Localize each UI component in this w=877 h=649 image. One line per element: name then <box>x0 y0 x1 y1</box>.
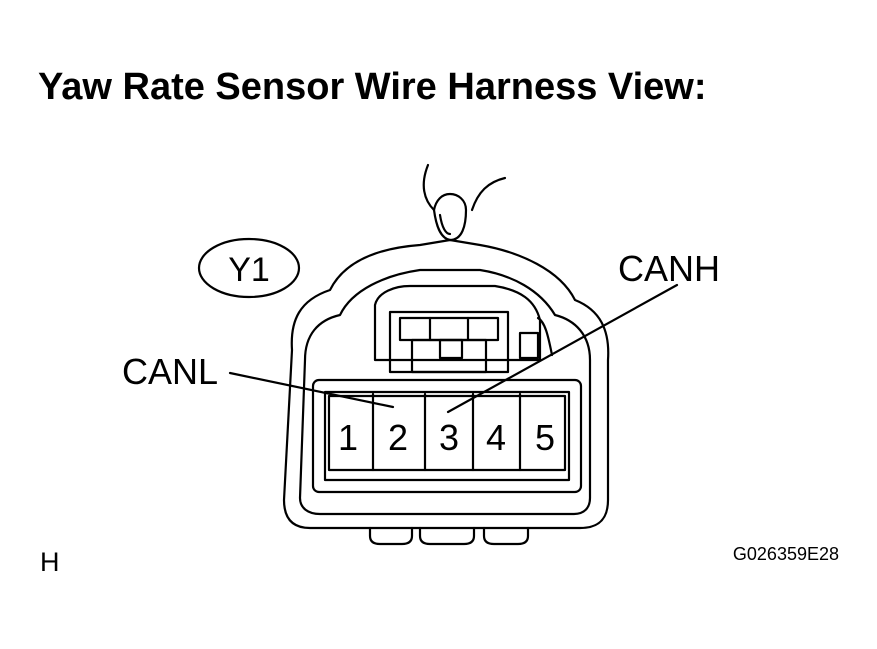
bottom-tabs <box>368 526 530 546</box>
pin-block-inner <box>323 390 571 482</box>
pin-block-outer <box>311 378 583 494</box>
connector-housing <box>282 238 610 530</box>
canl-leader <box>228 371 395 409</box>
connector-id-ellipse <box>197 237 301 299</box>
wire <box>422 163 507 212</box>
connector-id-label: Y1 <box>228 251 270 289</box>
pin-number: 5 <box>535 417 555 458</box>
pin-number: 4 <box>486 417 506 458</box>
canl-label: CANL <box>122 351 218 392</box>
pin-number: 3 <box>439 417 459 458</box>
pin-number: 1 <box>338 417 358 458</box>
diagram-title: Yaw Rate Sensor Wire Harness View: <box>38 66 707 108</box>
pin-number: 2 <box>388 417 408 458</box>
canh-leader <box>446 283 679 414</box>
canh-label: CANH <box>618 248 720 289</box>
figure-id: G026359E28 <box>732 544 839 564</box>
wire-boot <box>432 192 468 242</box>
footer-code-left: H <box>40 547 60 577</box>
